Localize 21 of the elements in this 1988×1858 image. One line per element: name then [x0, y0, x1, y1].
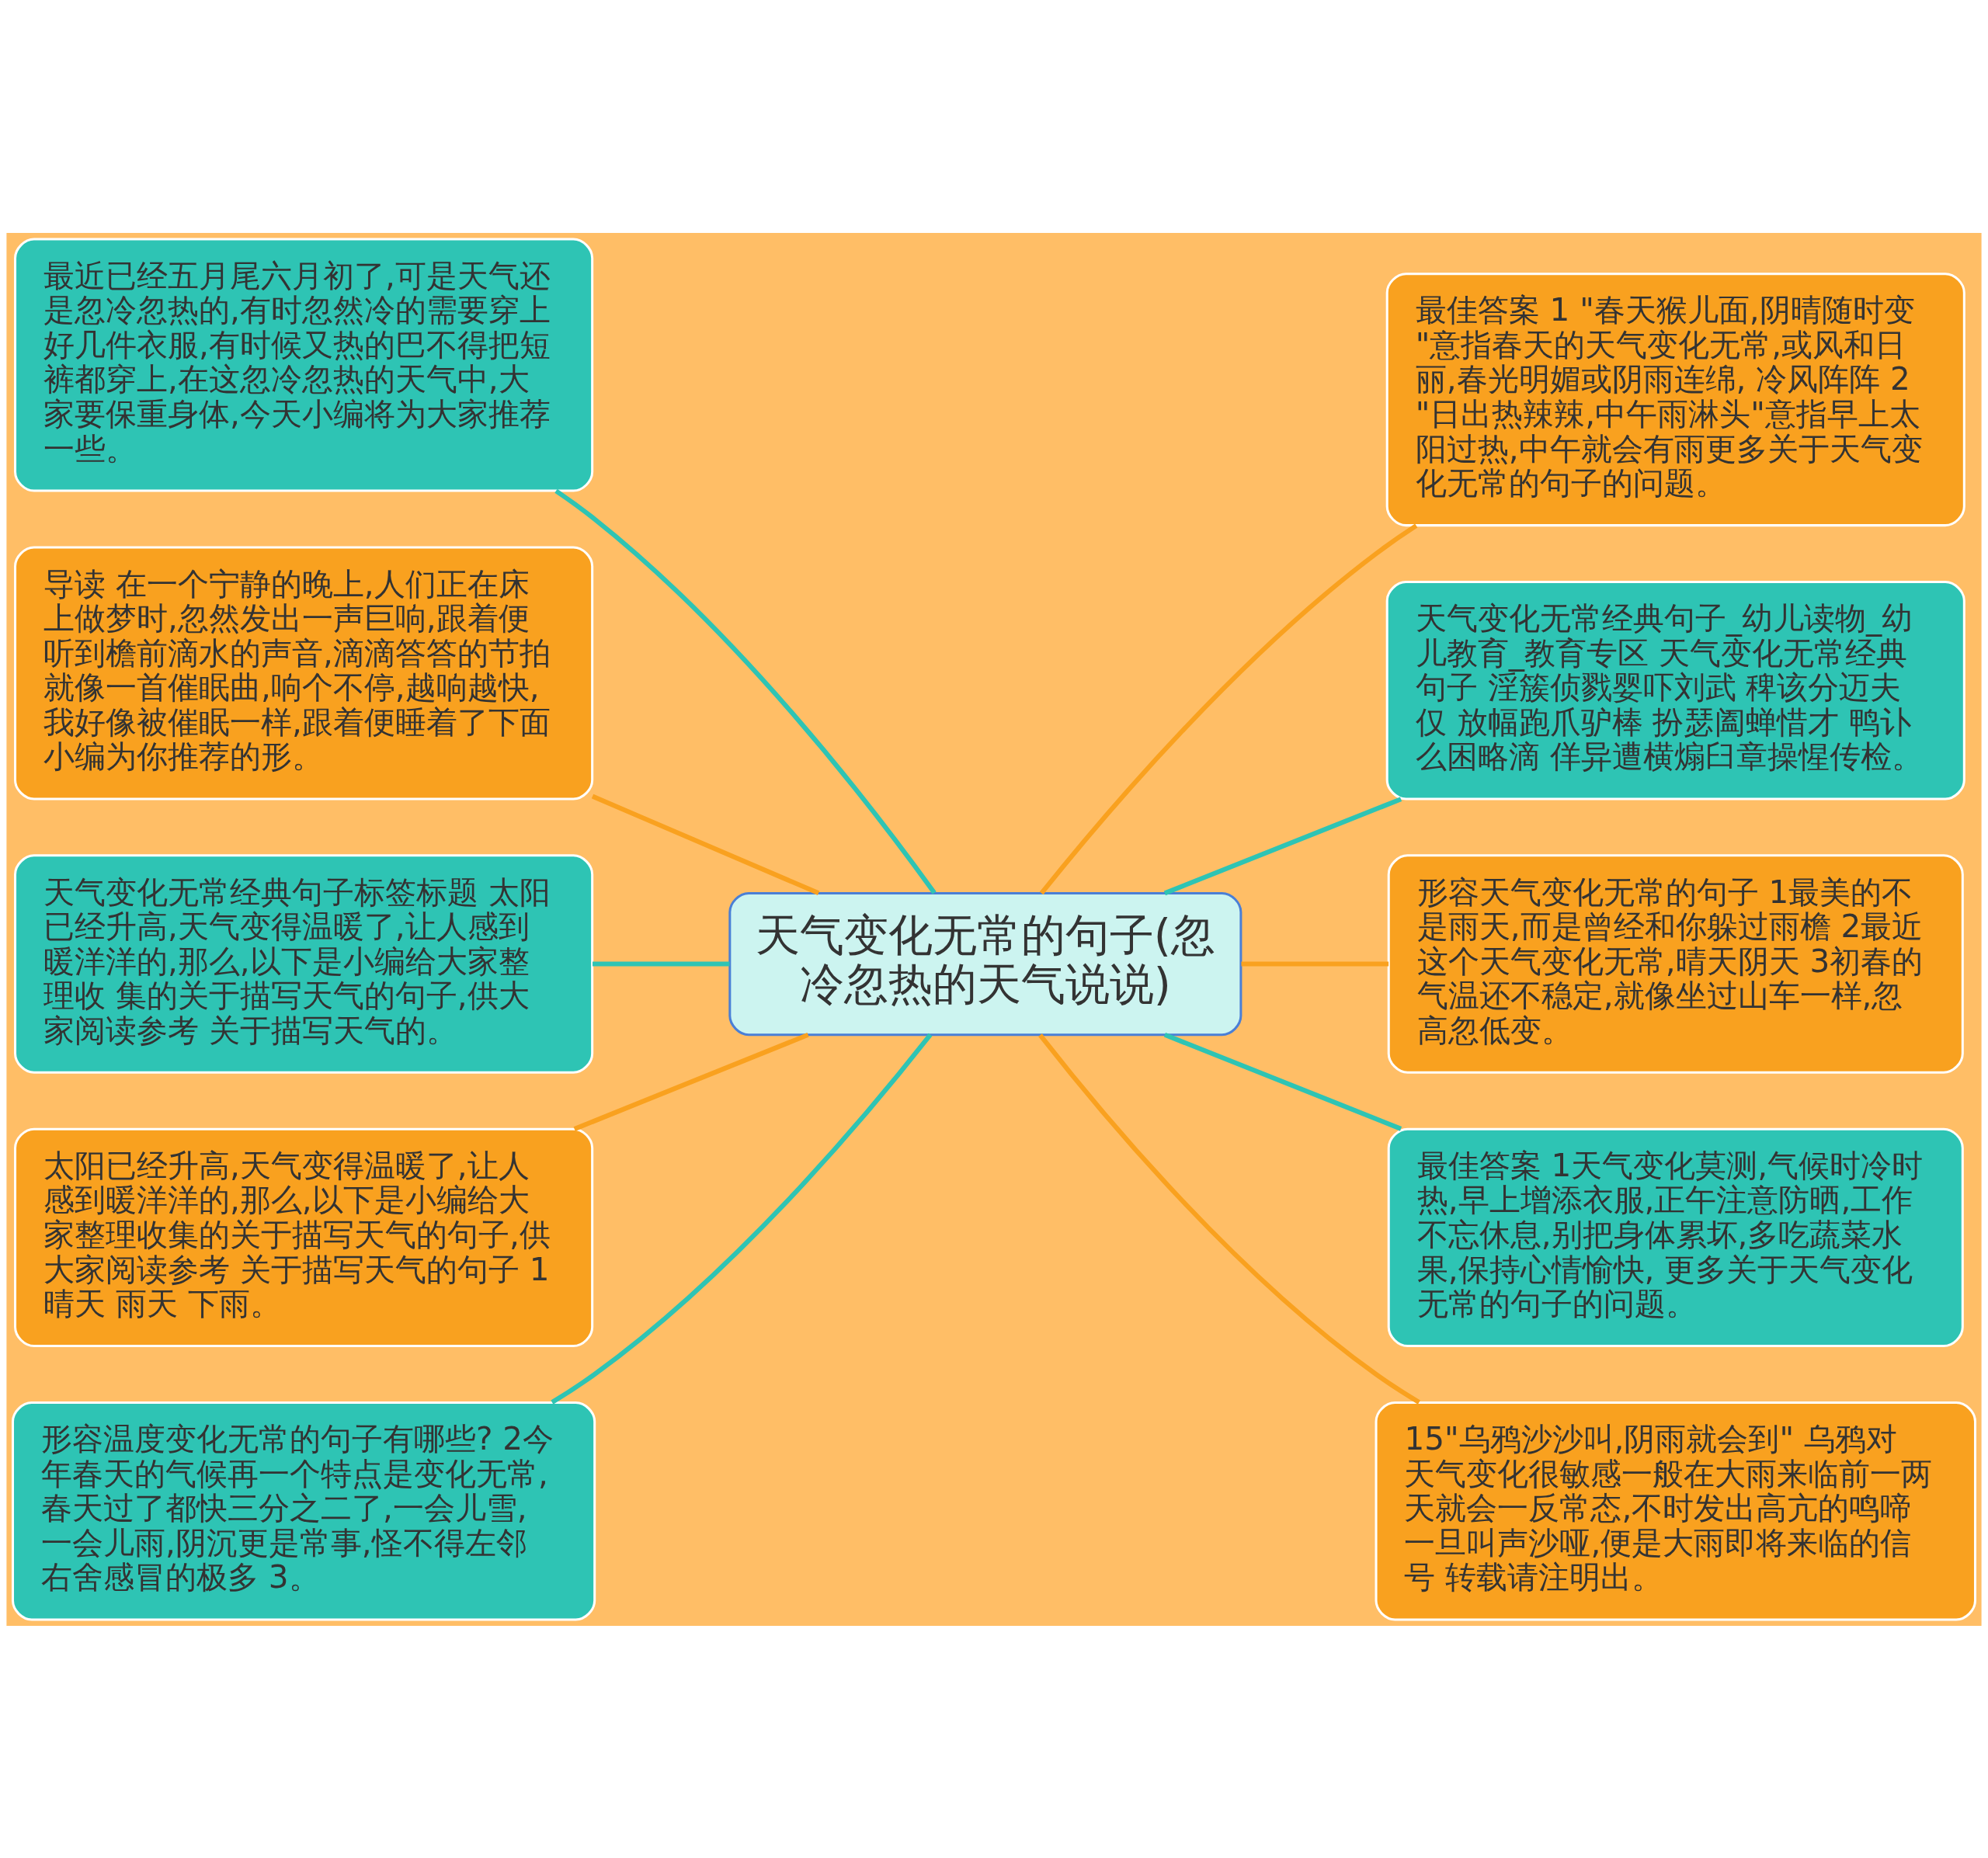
connector — [1039, 523, 1418, 894]
node-box: 最佳答案 1天气变化莫测,气候时冷时热,早上增添衣服,正午注意防晒,工作不忘休息,别把身体累坏,多吃蔬菜水果,保持心情愉快, 更多关于天气变化无常的句子的问题。 — [1387, 1127, 1964, 1347]
node-box: 最近已经五月尾六月初了,可是天气还是忽冷忽热的,有时忽然冷的需要穿上好几件衣服,有时候又热的巴不得把短裤都穿上,在这忽冷忽热的天气中,大家要保重身体,今天小编将为大家推荐一些。 — [14, 238, 594, 492]
connector — [591, 794, 820, 895]
connector — [1241, 961, 1389, 967]
node-box: 太阳已经升高,天气变得温暖了,让人感到暖洋洋的,那么,以下是小编给大家整理收集的关于描写天气的句子,供大家阅读参考 关于描写天气的句子 1晴天 雨天 下雨。 — [14, 1127, 594, 1347]
node-box: 天气变化无常经典句子_幼儿读物_幼儿教育_教育专区 天气变化无常经典句子 淫簇侦戮婴吓刘武 稗该分迈夫仅 放幅跑爪驴棒 扮瑟阖蝉惜才 鸭讣么困略滴 佯异遭横煽臼章操惺传检。 — [1385, 580, 1965, 800]
connector — [1038, 1033, 1420, 1405]
node-box: 形容温度变化无常的句子有哪些? 2今年春天的气候再一个特点是变化无常,春天过了都快三分之二了,一会儿雪,一会儿雨,阴沉更是常事,怪不得左邻右舍感冒的极多 3。 — [12, 1401, 596, 1620]
connector — [1163, 796, 1402, 895]
connector — [554, 488, 937, 894]
node-box: 天气变化无常经典句子标签标题 太阳已经升高,天气变得温暖了,让人感到暖洋洋的,那么,以下是小编给大家整理收 集的关于描写天气的句子,供大家阅读参考 关于描写天气的。 — [14, 853, 594, 1074]
node-box: 形容天气变化无常的句子 1最美的不是雨天,而是曾经和你躲过雨檐 2最近这个天气变化无常,晴天阴天 3初春的气温还不稳定,就像坐过山车一样,忽高忽低变。 — [1387, 853, 1964, 1074]
connector — [1163, 1032, 1402, 1131]
connector — [573, 1032, 809, 1131]
node-box: 天气变化无常的句子(忽冷忽热的天气说说) — [728, 891, 1242, 1036]
connector — [593, 961, 730, 967]
node-box: 导读 在一个宁静的晚上,人们正在床上做梦时,忽然发出一声巨响,跟着便听到檐前滴水的声音,滴滴答答的节拍就像一首催眠曲,响个不停,越响越快,我好像被催眠一样,跟着便睡着了下面小编为你推荐的形。 — [14, 545, 594, 800]
connector — [551, 1033, 933, 1405]
node-box: 最佳答案 1 "春天猴儿面,阴晴随时变"意指春天的天气变化无常,或风和日丽,春光明媚或阴雨连绵, 冷风阵阵 2"日出热辣辣,中午雨淋头"意指早上太阳过热,中午就会有雨更多关于天气变化无常的句子的问题。 — [1385, 272, 1965, 526]
node-box: 15"乌鸦沙沙叫,阴雨就会到" 乌鸦对天气变化很敏感一般在大雨来临前一两天就会一反常态,不时发出高亢的鸣啼一旦叫声沙哑,便是大雨即将来临的信号 转载请注明出。 — [1375, 1401, 1976, 1620]
